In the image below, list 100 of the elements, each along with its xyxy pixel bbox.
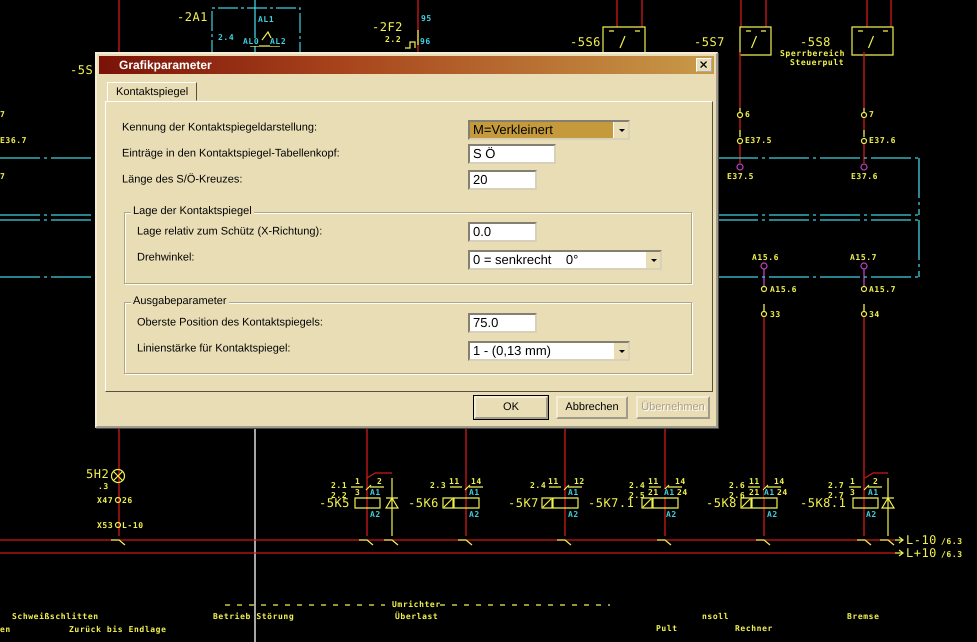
device-tag: -5K8 — [706, 497, 737, 509]
device-tag: -2A1 — [177, 11, 208, 23]
schematic-label: /6.3 — [941, 538, 963, 546]
schematic-label: A15.6 — [770, 286, 798, 294]
field-label: Lage relativ zum Schütz (X-Richtung): — [137, 226, 322, 238]
schematic-label: 33 — [770, 311, 781, 319]
schematic-label: 6 — [745, 111, 750, 119]
schematic-label: E37.6 — [851, 173, 878, 181]
connection-label: 96 — [420, 38, 431, 46]
input-field: 75.0 — [468, 313, 537, 333]
group-box — [124, 295, 692, 374]
dialog-window — [95, 52, 718, 428]
schematic-label: A15.7 — [869, 286, 896, 294]
group-heading: Lage der Kontaktspiegel — [131, 205, 254, 218]
schematic-label: nsoll — [702, 613, 730, 621]
tab-page — [105, 82, 713, 392]
connection-label: A2 — [370, 511, 381, 519]
schematic-label: 2.3 — [430, 482, 446, 490]
schematic-label: 1 — [355, 478, 360, 486]
connection-label: AL0 — [243, 38, 260, 46]
schematic-label: en — [0, 626, 11, 634]
schematic-label: A15.7 — [850, 254, 878, 262]
connection-label: A2 — [469, 511, 480, 519]
field-label: Oberste Position des Kontaktspiegels: — [137, 318, 323, 328]
dialog-title: Grafikparameter — [119, 58, 212, 72]
schematic-label: 1 — [850, 478, 856, 486]
connection-label: AL2 — [270, 38, 286, 46]
field-label: Drehwinkel: — [137, 252, 194, 264]
schematic-label: 3 — [355, 489, 360, 497]
connection-label: A2 — [866, 511, 877, 519]
connection-label: A1 — [868, 489, 879, 497]
schematic-label: 2.1 — [331, 482, 348, 490]
tab: Kontaktspiegel — [107, 82, 198, 101]
schematic-label: A15.6 — [752, 254, 780, 262]
schematic-label: 2.2 — [385, 36, 402, 44]
device-tag: -5S7 — [694, 36, 725, 48]
schematic-label: 7 — [869, 111, 874, 119]
connection-label: A1 — [764, 489, 775, 497]
schematic-label: X47 — [97, 497, 114, 505]
connection-label: 95 — [421, 15, 432, 23]
device-tag: -5S8 — [800, 36, 831, 48]
schematic-label: 26 — [122, 497, 133, 505]
schematic-label: Sperrbereich — [780, 50, 845, 58]
schematic-label: 21 — [648, 489, 659, 497]
device-tag: -5K5 — [319, 497, 350, 509]
device-tag: -5S — [70, 64, 94, 76]
connection-label: AL1 — [258, 16, 274, 24]
schematic-label: Bremse — [847, 613, 880, 621]
schematic-label: 12 — [574, 478, 585, 486]
schematic-label: E36.7 — [0, 137, 28, 145]
device-tag: L-10 — [906, 534, 937, 546]
schematic-label: 14 — [675, 478, 686, 486]
schematic-label: L-10 — [122, 522, 144, 530]
schematic-label: 2 — [377, 478, 382, 486]
schematic-label: 2.4 — [629, 482, 646, 490]
schematic-label: 24 — [777, 489, 788, 497]
input-field: 0.0 — [468, 222, 537, 242]
schematic-label: E37.5 — [727, 173, 754, 181]
schematic-label: 34 — [869, 311, 880, 319]
connection-label: A2 — [767, 511, 778, 519]
device-tag: -5K7.1 — [588, 497, 634, 509]
connection-label: A2 — [568, 511, 579, 519]
cancel-button: Abbrechen — [556, 396, 628, 418]
field-label: Einträge in den Kontaktspiegel-Tabellenkopf: — [122, 148, 340, 160]
field-label: Linienstärke für Kontaktspiegel: — [137, 344, 290, 354]
device-tag: -5S6 — [570, 36, 601, 48]
schematic-label: Schweißschlitten — [12, 613, 99, 621]
schematic-label: Pult — [656, 625, 678, 633]
dropdown-field: 1 - (0,13 mm) — [468, 341, 630, 361]
connection-label: 2.4 — [218, 34, 234, 42]
schematic-label: 14 — [471, 478, 482, 486]
field-label: Länge des S/Ö-Kreuzes: — [122, 174, 242, 186]
schematic-label: /6.3 — [941, 551, 963, 559]
schematic-label: 11 — [648, 478, 659, 486]
schematic-label: 2.7 — [828, 482, 844, 490]
dropdown-field: 0 = senkrecht 0° — [468, 250, 662, 270]
schematic-label: 2.6 — [729, 482, 746, 490]
device-tag: -2F2 — [372, 21, 403, 33]
device-tag: -5K8.1 — [800, 497, 846, 509]
schematic-label: E37.6 — [869, 137, 896, 145]
device-tag: L+10 — [906, 547, 937, 559]
group-heading: Ausgabeparameter — [131, 295, 229, 308]
schematic-label: 3 — [850, 489, 856, 497]
schematic-label: 2.4 — [530, 482, 546, 490]
device-tag: 5H2 — [86, 468, 110, 480]
connection-label: A1 — [469, 489, 480, 497]
schematic-label: Umrichter — [392, 601, 441, 609]
connection-label: A1 — [370, 489, 381, 497]
schematic-label: .3 — [98, 483, 109, 491]
schematic-label: Überlast — [395, 613, 438, 621]
field-label: Kennung der Kontaktspiegeldarstellung: — [122, 122, 318, 134]
ok-button: OK — [474, 396, 548, 418]
schematic-label: Rechner — [735, 625, 773, 633]
schematic-label: Zurück bis Endlage — [69, 626, 166, 634]
input-field: S Ö — [468, 144, 556, 164]
schematic-label: 7 — [0, 173, 6, 181]
apply-button: Übernehmen — [636, 396, 710, 418]
device-tag: -5K7 — [508, 497, 539, 509]
schematic-label: Steuerpult — [790, 59, 844, 67]
schematic-label: E37.5 — [745, 137, 772, 145]
